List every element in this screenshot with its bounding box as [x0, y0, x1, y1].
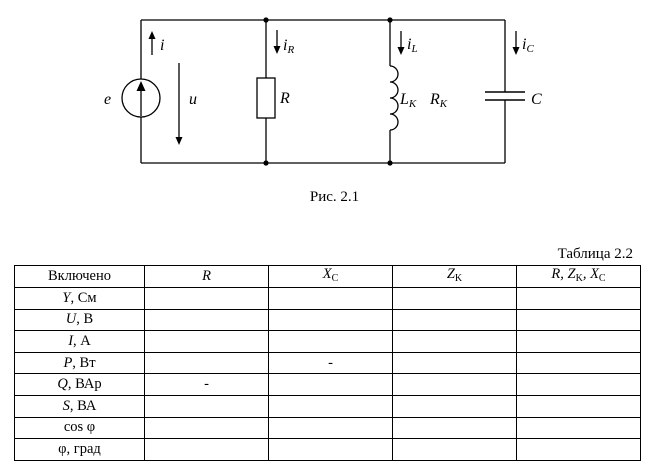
table-row: U, В: [14, 308, 641, 332]
junction-dot: [387, 160, 393, 166]
table-cell: [144, 287, 269, 310]
table-cell: [392, 351, 517, 375]
coil-symbol: [389, 65, 399, 131]
table-row: Q, ВАр -: [14, 373, 641, 396]
row-label: Q, ВАр: [14, 373, 145, 396]
table-cell: [144, 351, 269, 375]
table-cell: [392, 394, 517, 418]
table-row: Y, См: [14, 287, 641, 310]
table-cell: [268, 394, 393, 418]
table-row: φ, град: [14, 438, 641, 461]
table-cell: [516, 287, 641, 310]
label-u: u: [189, 91, 197, 108]
header-included: Включено: [14, 265, 145, 288]
row-label: cos φ: [14, 416, 145, 440]
row-label: U, В: [14, 308, 145, 332]
label-e: e: [104, 91, 111, 108]
label-il: iL: [407, 36, 418, 55]
table-cell: [392, 330, 517, 353]
table-header-row: Включено R XC ZK R, ZK, XC: [14, 265, 641, 288]
table-cell: [516, 373, 641, 396]
table-cell: [516, 308, 641, 332]
table-cell: [268, 287, 393, 310]
junction-dot: [387, 17, 393, 23]
junction-dot: [263, 160, 269, 166]
table-cell: [268, 416, 393, 440]
label-i: i: [160, 37, 164, 54]
table-cell: [516, 330, 641, 353]
header-r-zk-xc: R, ZK, XC: [516, 265, 641, 288]
table-cell: [516, 438, 641, 461]
results-table: Включено R XC ZK R, ZK, XC Y, См U, В I,…: [14, 265, 641, 461]
table-cell: [392, 287, 517, 310]
table-cell: [516, 394, 641, 418]
table-cell: [144, 416, 269, 440]
table-cell: [392, 416, 517, 440]
resistor-symbol: [256, 77, 276, 119]
table-row: I, А: [14, 330, 641, 353]
table-cell: [268, 330, 393, 353]
label-ir: iR: [283, 37, 294, 56]
row-label: S, ВА: [14, 394, 145, 418]
label-c: C: [531, 91, 542, 108]
row-label: I, А: [14, 330, 145, 353]
label-r: R: [279, 90, 290, 107]
circuit-diagram: e i u R iR iL LK RK iC C: [104, 17, 542, 166]
table-cell: [144, 394, 269, 418]
table-cell: [144, 308, 269, 332]
table-row: S, ВА: [14, 394, 641, 418]
table-cell: [144, 438, 269, 461]
table-cell: -: [144, 373, 269, 396]
table-cell: -: [268, 351, 393, 375]
table-row: cos φ: [14, 416, 641, 440]
table-cell: [516, 351, 641, 375]
voltage-source-symbol: [121, 78, 161, 118]
header-xc: XC: [268, 265, 393, 288]
table-title: Таблица 2.2: [557, 246, 633, 262]
label-rk: RK: [429, 91, 448, 110]
label-lk: LK: [399, 91, 417, 110]
table-row: P, Вт -: [14, 351, 641, 375]
row-label: P, Вт: [14, 351, 145, 375]
header-zk: ZK: [392, 265, 517, 288]
figure-caption: Рис. 2.1: [309, 189, 360, 205]
table-cell: [268, 373, 393, 396]
table-cell: [516, 416, 641, 440]
table-cell: [144, 330, 269, 353]
table-cell: [268, 438, 393, 461]
label-ic: iC: [522, 36, 534, 55]
row-label: Y, См: [14, 287, 145, 310]
table-cell: [392, 438, 517, 461]
junction-dot: [263, 17, 269, 23]
row-label: φ, град: [14, 438, 145, 461]
table-cell: [268, 308, 393, 332]
table-cell: [392, 308, 517, 332]
header-r: R: [144, 265, 269, 288]
table-cell: [392, 373, 517, 396]
